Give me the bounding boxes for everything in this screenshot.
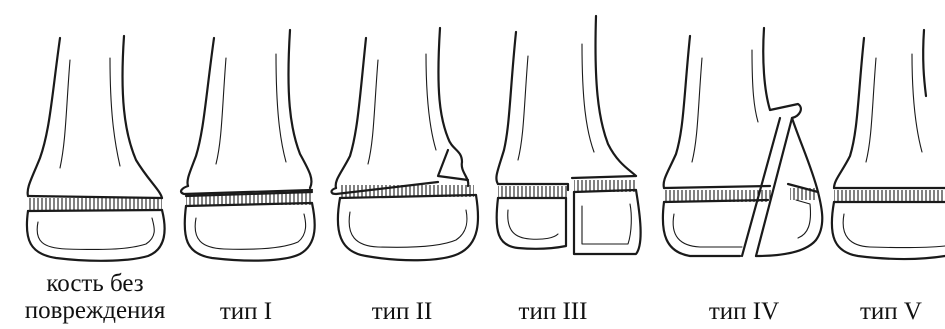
caption-type-4: тип IV xyxy=(684,298,804,325)
panel-type-4-bone xyxy=(663,28,822,256)
caption-type-3: тип III xyxy=(493,298,613,325)
caption-type-2: тип II xyxy=(342,298,462,325)
panel-type-5-bone xyxy=(832,30,945,259)
caption-type-1: тип I xyxy=(186,298,306,325)
panel-type-1-bone xyxy=(181,30,315,261)
panel-type-3-bone xyxy=(496,16,640,254)
panel-type-2-bone xyxy=(332,28,479,260)
panel-healthy-bone xyxy=(27,36,165,261)
caption-healthy: кость без повреждения xyxy=(10,270,180,324)
caption-type-5: тип V xyxy=(841,298,941,325)
